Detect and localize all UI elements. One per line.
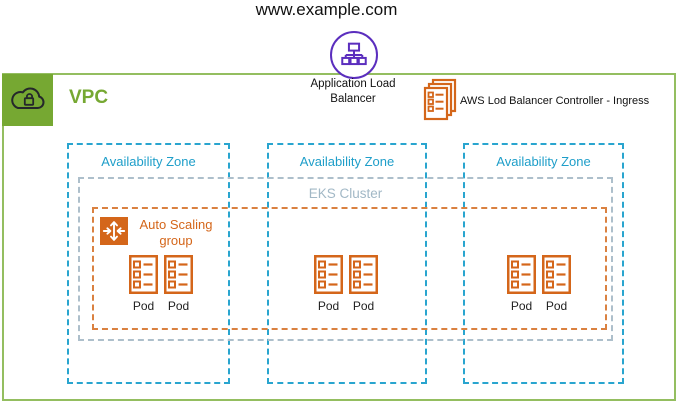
pods-az3: Pod Pod	[507, 255, 571, 313]
load-balancer-label: Application Load Balancer	[310, 78, 396, 105]
pod-label: Pod	[167, 299, 190, 313]
auto-scaling-group-box	[92, 207, 607, 330]
pod-icon	[129, 255, 158, 294]
auto-scaling-group-label: Auto Scaling group	[139, 217, 213, 248]
domain-title: www.example.com	[255, 0, 398, 19]
pod: Pod	[542, 255, 571, 313]
load-balancer-icon	[330, 31, 378, 79]
pod-icon	[507, 255, 536, 294]
pod-icon	[164, 255, 193, 294]
availability-zone-3: Availability Zone	[463, 143, 624, 384]
pod-label: Pod	[317, 299, 340, 313]
availability-zone-1-label: Availability Zone	[101, 154, 196, 169]
pod: Pod	[507, 255, 536, 313]
availability-zone-2: Availability Zone	[267, 143, 427, 384]
pod-icon	[314, 255, 343, 294]
vpc-cloud-lock-icon	[2, 74, 53, 126]
ingress-controller-label: AWS Lod Balancer Controller - Ingress	[460, 95, 650, 107]
pod-label: Pod	[132, 299, 155, 313]
pod-label: Pod	[352, 299, 375, 313]
pod-label: Pod	[510, 299, 533, 313]
availability-zone-3-label: Availability Zone	[496, 154, 591, 169]
ingress-controller-icon	[422, 78, 458, 128]
pod-label: Pod	[545, 299, 568, 313]
auto-scaling-icon	[100, 217, 128, 245]
pod: Pod	[314, 255, 343, 313]
pod: Pod	[129, 255, 158, 313]
pod-icon	[542, 255, 571, 294]
availability-zone-2-label: Availability Zone	[299, 154, 395, 169]
pod-icon	[349, 255, 378, 294]
availability-zone-1: Availability Zone	[67, 143, 230, 384]
vpc-label: VPC	[69, 87, 109, 108]
pods-az1: Pod Pod	[129, 255, 193, 313]
eks-cluster-label: EKS Cluster	[308, 186, 383, 201]
pod: Pod	[349, 255, 378, 313]
pod: Pod	[164, 255, 193, 313]
pods-az2: Pod Pod	[314, 255, 378, 313]
eks-cluster-box	[78, 177, 613, 341]
